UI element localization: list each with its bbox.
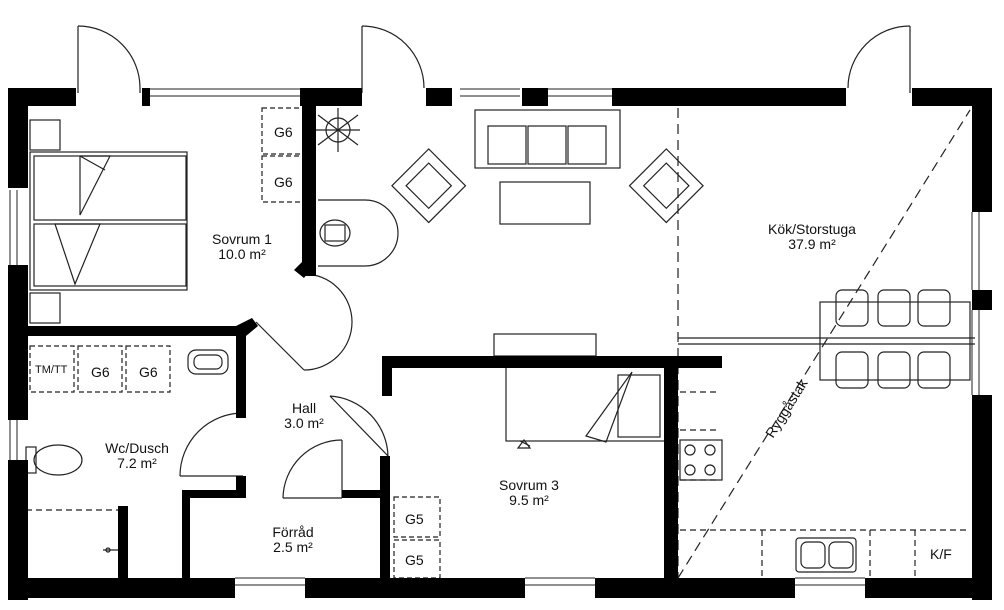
door-swing-wc	[179, 412, 244, 477]
room-name: Förråd	[272, 524, 314, 540]
room-area: 9.5 m²	[509, 492, 549, 508]
windows	[9, 88, 980, 586]
room-area: 37.9 m²	[788, 236, 836, 252]
door-swing-forrad	[282, 439, 343, 499]
room-label-wc: Wc/Dusch 7.2 m²	[90, 441, 184, 471]
storage-tag-g6: G6	[274, 124, 293, 140]
storage-tag-kf: K/F	[930, 546, 952, 562]
wc-sink	[187, 349, 229, 375]
ridge-line	[677, 108, 971, 579]
armchair-left	[391, 148, 467, 224]
potted-plant	[316, 108, 360, 152]
room-label-hall: Hall 3.0 m²	[272, 401, 336, 431]
room-name: Sovrum 1	[212, 231, 272, 247]
room-area: 10.0 m²	[218, 246, 266, 262]
room-name: Sovrum 3	[499, 477, 559, 493]
stove	[679, 439, 723, 481]
dining-table	[819, 289, 971, 389]
room-name: Kök/Storstuga	[768, 221, 856, 237]
single-bed	[505, 366, 667, 449]
coffee-table	[499, 181, 591, 225]
walls	[8, 88, 992, 600]
sofa	[474, 109, 621, 169]
roof-beam	[678, 337, 975, 345]
room-name: Hall	[291, 400, 317, 416]
room-label-sovrum1: Sovrum 1 10.0 m²	[196, 232, 288, 262]
room-label-sovrum3: Sovrum 3 9.5 m²	[484, 478, 574, 508]
door-swing-left-top	[77, 25, 141, 93]
storage-tag-g6: G6	[91, 364, 110, 380]
storage-tag-g5: G5	[405, 511, 424, 527]
door-swing-sovrum1	[255, 273, 353, 371]
shower-fixture	[103, 547, 120, 553]
storage-tag-g6: G6	[139, 364, 158, 380]
armchair-right	[628, 148, 704, 224]
wardrobe-g6	[29, 107, 441, 579]
storage-tag-g6: G6	[274, 174, 293, 190]
door-swing-middle-top	[361, 25, 425, 93]
storage-tag-tmtt: TM/TT	[35, 364, 68, 376]
fireplace	[318, 199, 399, 267]
room-area: 2.5 m²	[273, 539, 313, 555]
double-bed	[29, 119, 188, 324]
room-label-kok: Kök/Storstuga 37.9 m²	[752, 222, 872, 252]
door-swing-hall	[329, 395, 389, 457]
room-name: Wc/Dusch	[105, 440, 169, 456]
wardrobe-sovrum3	[493, 333, 597, 357]
room-label-forrad: Förråd 2.5 m²	[256, 525, 330, 555]
room-area: 3.0 m²	[284, 415, 324, 431]
door-swing-right-top	[847, 25, 911, 93]
storage-tag-g5: G5	[405, 552, 424, 568]
kitchen-sink	[795, 537, 857, 573]
room-area: 7.2 m²	[117, 455, 157, 471]
toilet	[25, 444, 83, 476]
